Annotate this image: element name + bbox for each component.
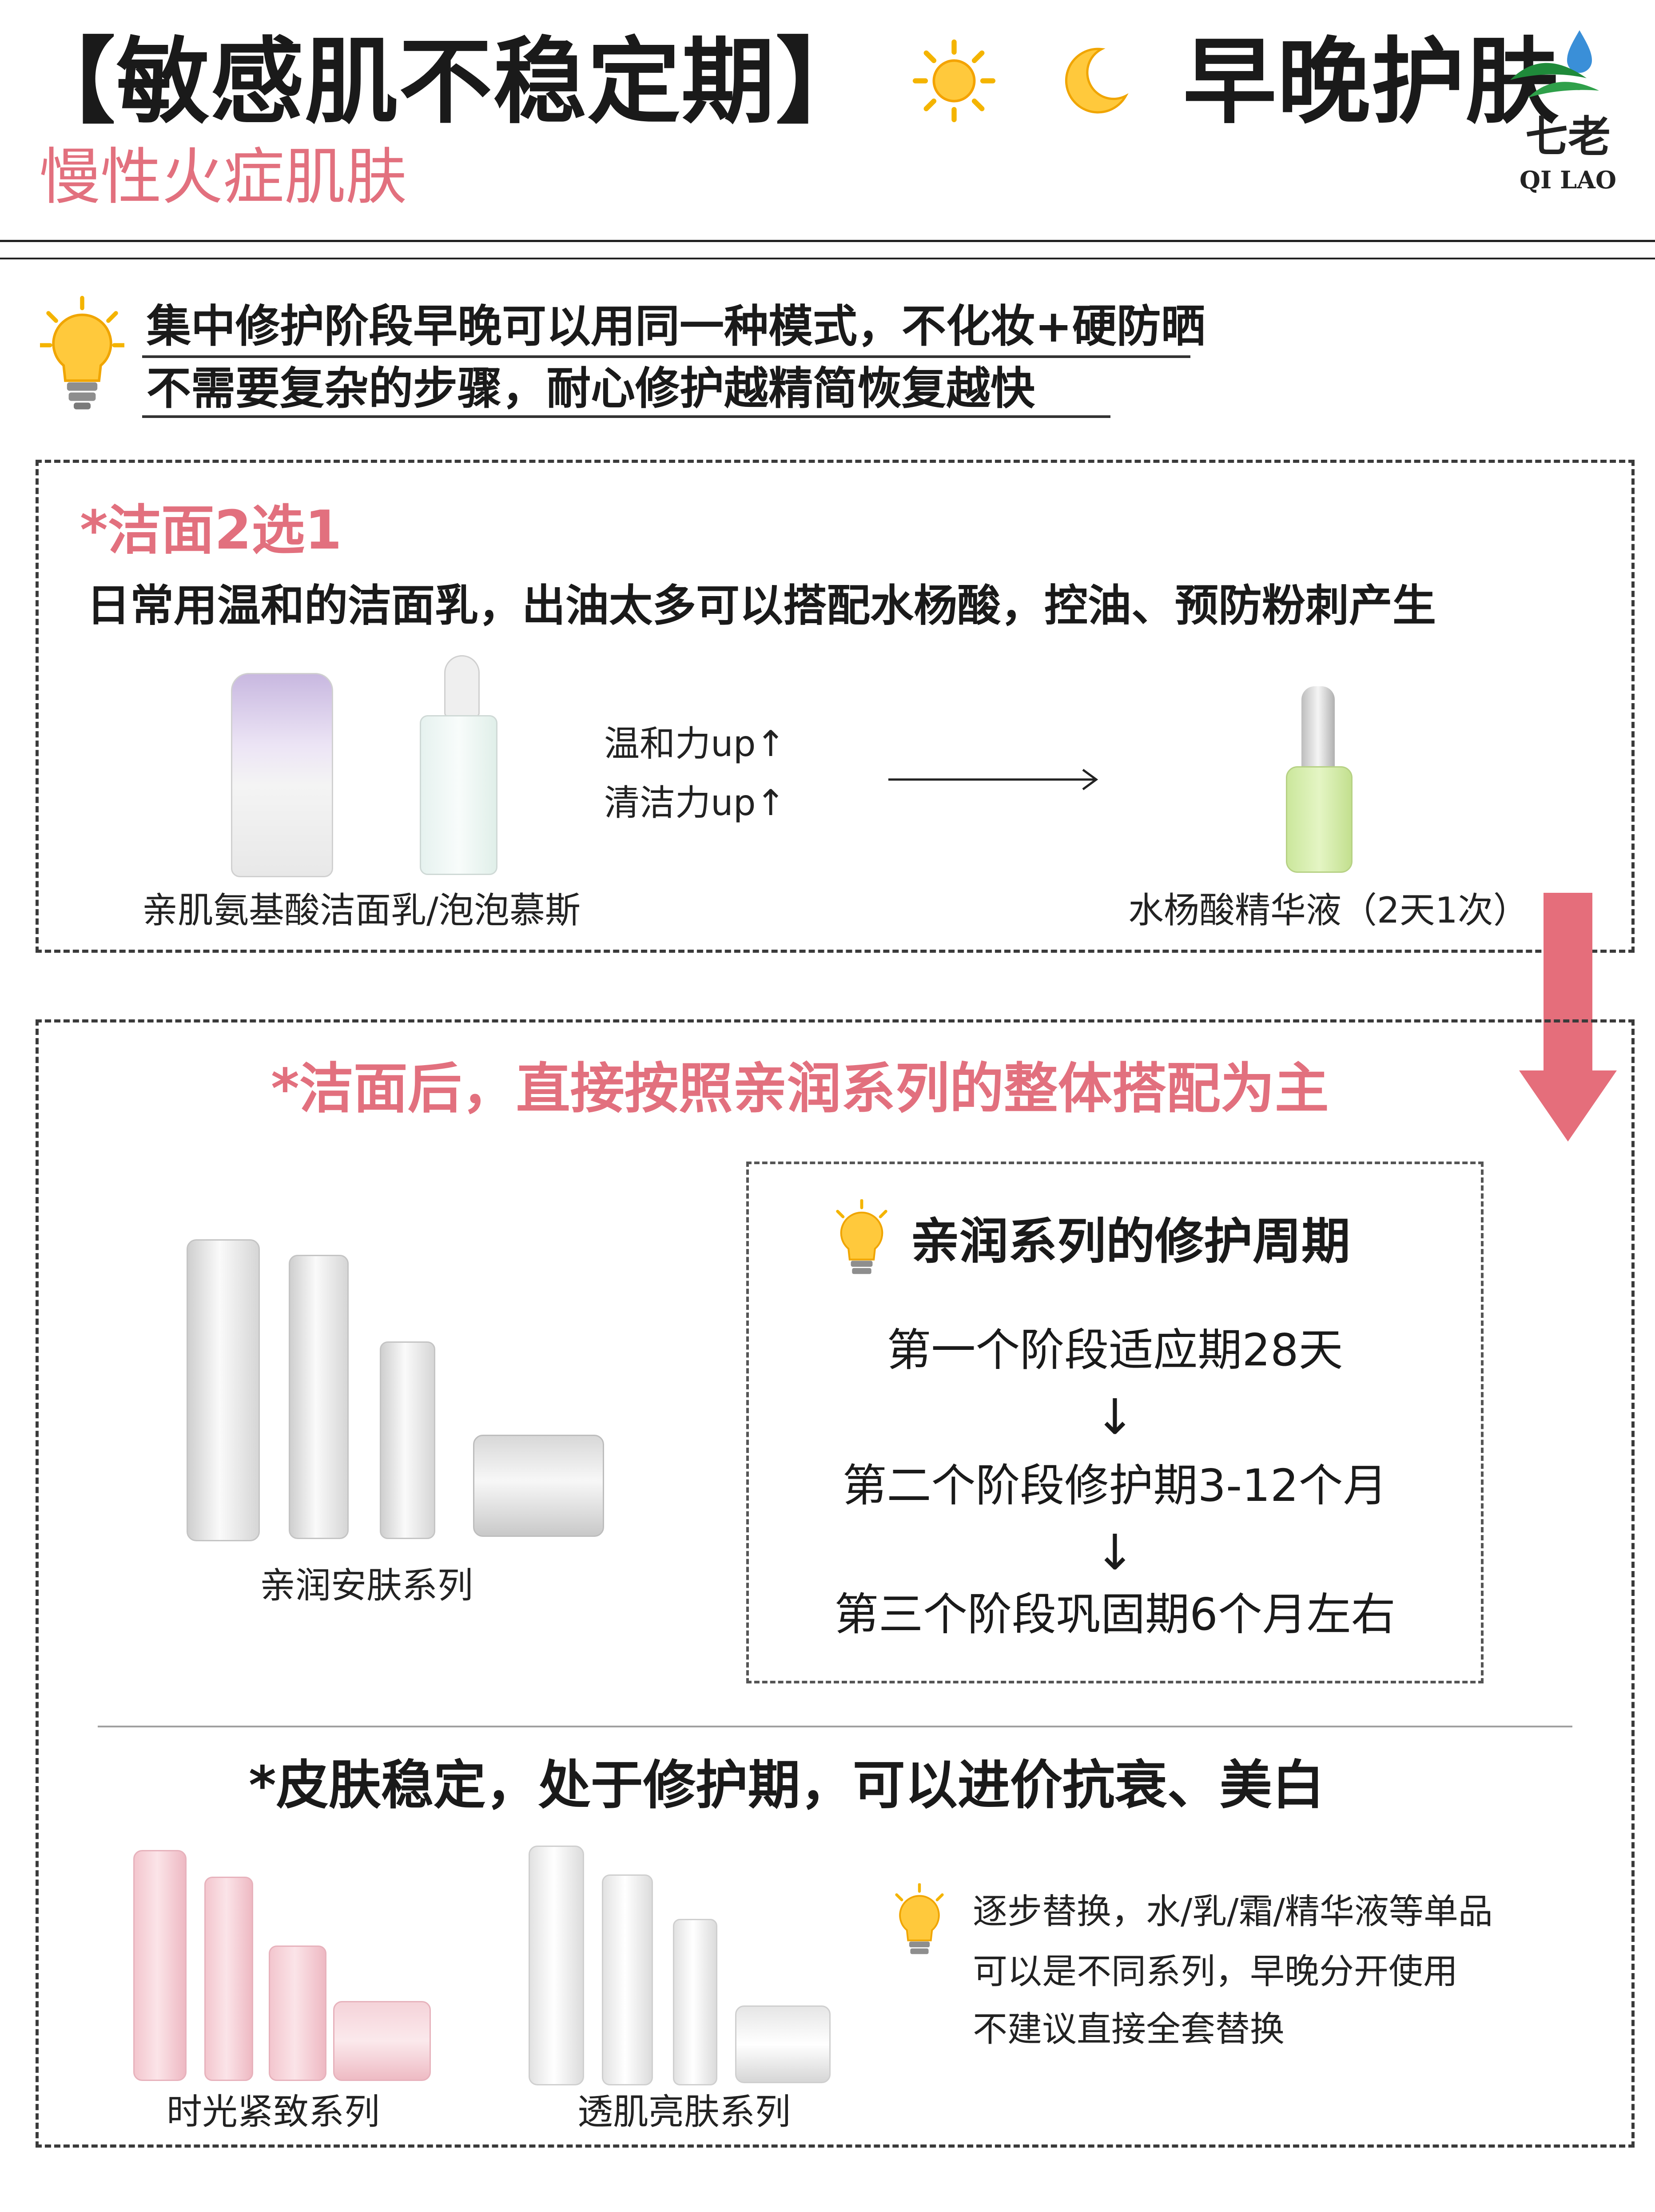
- tip-underline-2: [142, 415, 1110, 418]
- white-essence-image: [673, 1919, 717, 2085]
- header-rule-bottom: [0, 258, 1655, 259]
- pink-lotion-image: [204, 1877, 253, 2081]
- page-subtitle: 慢性火症肌肤: [39, 141, 407, 213]
- brand-logo: 七老 QI LAO: [1501, 27, 1635, 194]
- cycle-arrow-1: ↓: [1094, 1388, 1136, 1445]
- cleanse-section: [36, 460, 1635, 953]
- cycle-step-2: 第二个阶段修护期3-12个月: [842, 1460, 1388, 1512]
- cleanse-heading: *洁面2选1: [80, 500, 342, 561]
- note-line-2: 可以是不同系列，早晚分开使用: [973, 1952, 1458, 1992]
- note-line-1: 逐步替换，水/乳/霜/精华液等单品: [973, 1892, 1493, 1932]
- white-set-caption: 透肌亮肤系列: [577, 2091, 791, 2132]
- tip-line-1: 集中修护阶段早晚可以用同一种模式，不化妆+硬防晒: [147, 300, 1205, 352]
- mousse-pump-head: [444, 655, 480, 717]
- white-toner-image: [529, 1846, 584, 2085]
- cycle-step-3: 第三个阶段巩固期6个月左右: [834, 1588, 1396, 1640]
- lightbulb-icon: [895, 1883, 944, 1954]
- lightbulb-icon: [40, 296, 124, 410]
- pink-serum-image: [269, 1945, 326, 2081]
- series-section: [36, 1019, 1635, 2148]
- cycle-step-1: 第一个阶段适应期28天: [887, 1324, 1343, 1376]
- pink-set-caption: 时光紧致系列: [167, 2091, 380, 2132]
- right-arrow-icon: [888, 768, 1098, 791]
- cleanser-tube-image: [231, 673, 333, 877]
- moon-icon: [1065, 48, 1129, 114]
- logo-text: 七老 QI LAO: [1519, 111, 1616, 194]
- down-arrow-icon: [1519, 893, 1617, 1142]
- essence-bottle-image: [380, 1341, 435, 1539]
- white-cream-image: [735, 2005, 831, 2083]
- header-rule-top: [0, 240, 1655, 242]
- arrow-label-gentle: 温和力up↑: [604, 723, 786, 764]
- toner-bottle-image: [187, 1239, 260, 1541]
- serum-caption: 水杨酸精华液（2天1次）: [1128, 890, 1529, 931]
- serum-dropper-cap: [1301, 686, 1335, 768]
- title-main: 【敏感肌不稳定期】: [22, 28, 870, 136]
- cleanse-description: 日常用温和的洁面乳，出油太多可以搭配水杨酸，控油、预防粉刺产生: [87, 581, 1436, 631]
- tip-line-2: 不需要复杂的步骤，耐心修护越精简恢复越快: [147, 362, 1035, 414]
- cleanser-caption: 亲肌氨基酸洁面乳/泡泡慕斯: [142, 890, 581, 931]
- salicylic-serum-image: [1286, 766, 1353, 873]
- section-divider: [98, 1726, 1572, 1727]
- note-line-3: 不建议直接全套替换: [973, 2009, 1285, 2049]
- page-title: 【敏感肌不稳定期】 早晚护肤: [22, 36, 1560, 129]
- mousse-bottle-image: [420, 715, 497, 875]
- pink-cream-image: [333, 2001, 431, 2081]
- sun-icon: [913, 39, 996, 123]
- lightbulb-icon: [836, 1199, 887, 1274]
- arrow-label-clean: 清洁力up↑: [604, 782, 786, 824]
- title-suffix: 早晚护肤: [1183, 28, 1560, 136]
- white-lotion-image: [602, 1874, 653, 2085]
- pink-toner-image: [133, 1850, 187, 2081]
- cycle-title: 亲润系列的修护周期: [911, 1213, 1350, 1270]
- cycle-arrow-2: ↓: [1094, 1524, 1136, 1581]
- repair-cycle-panel: [746, 1162, 1484, 1683]
- leaf-drop-icon: [1510, 30, 1599, 98]
- advanced-heading: *皮肤稳定，处于修护期，可以进价抗衰、美白: [249, 1754, 1325, 1816]
- lotion-bottle-image: [289, 1255, 349, 1539]
- silver-set-caption: 亲润安肤系列: [260, 1565, 473, 1606]
- tip-underline-1: [142, 355, 1190, 358]
- series-heading: *洁面后，直接按照亲润系列的整体搭配为主: [271, 1057, 1329, 1120]
- cream-jar-image: [473, 1435, 604, 1537]
